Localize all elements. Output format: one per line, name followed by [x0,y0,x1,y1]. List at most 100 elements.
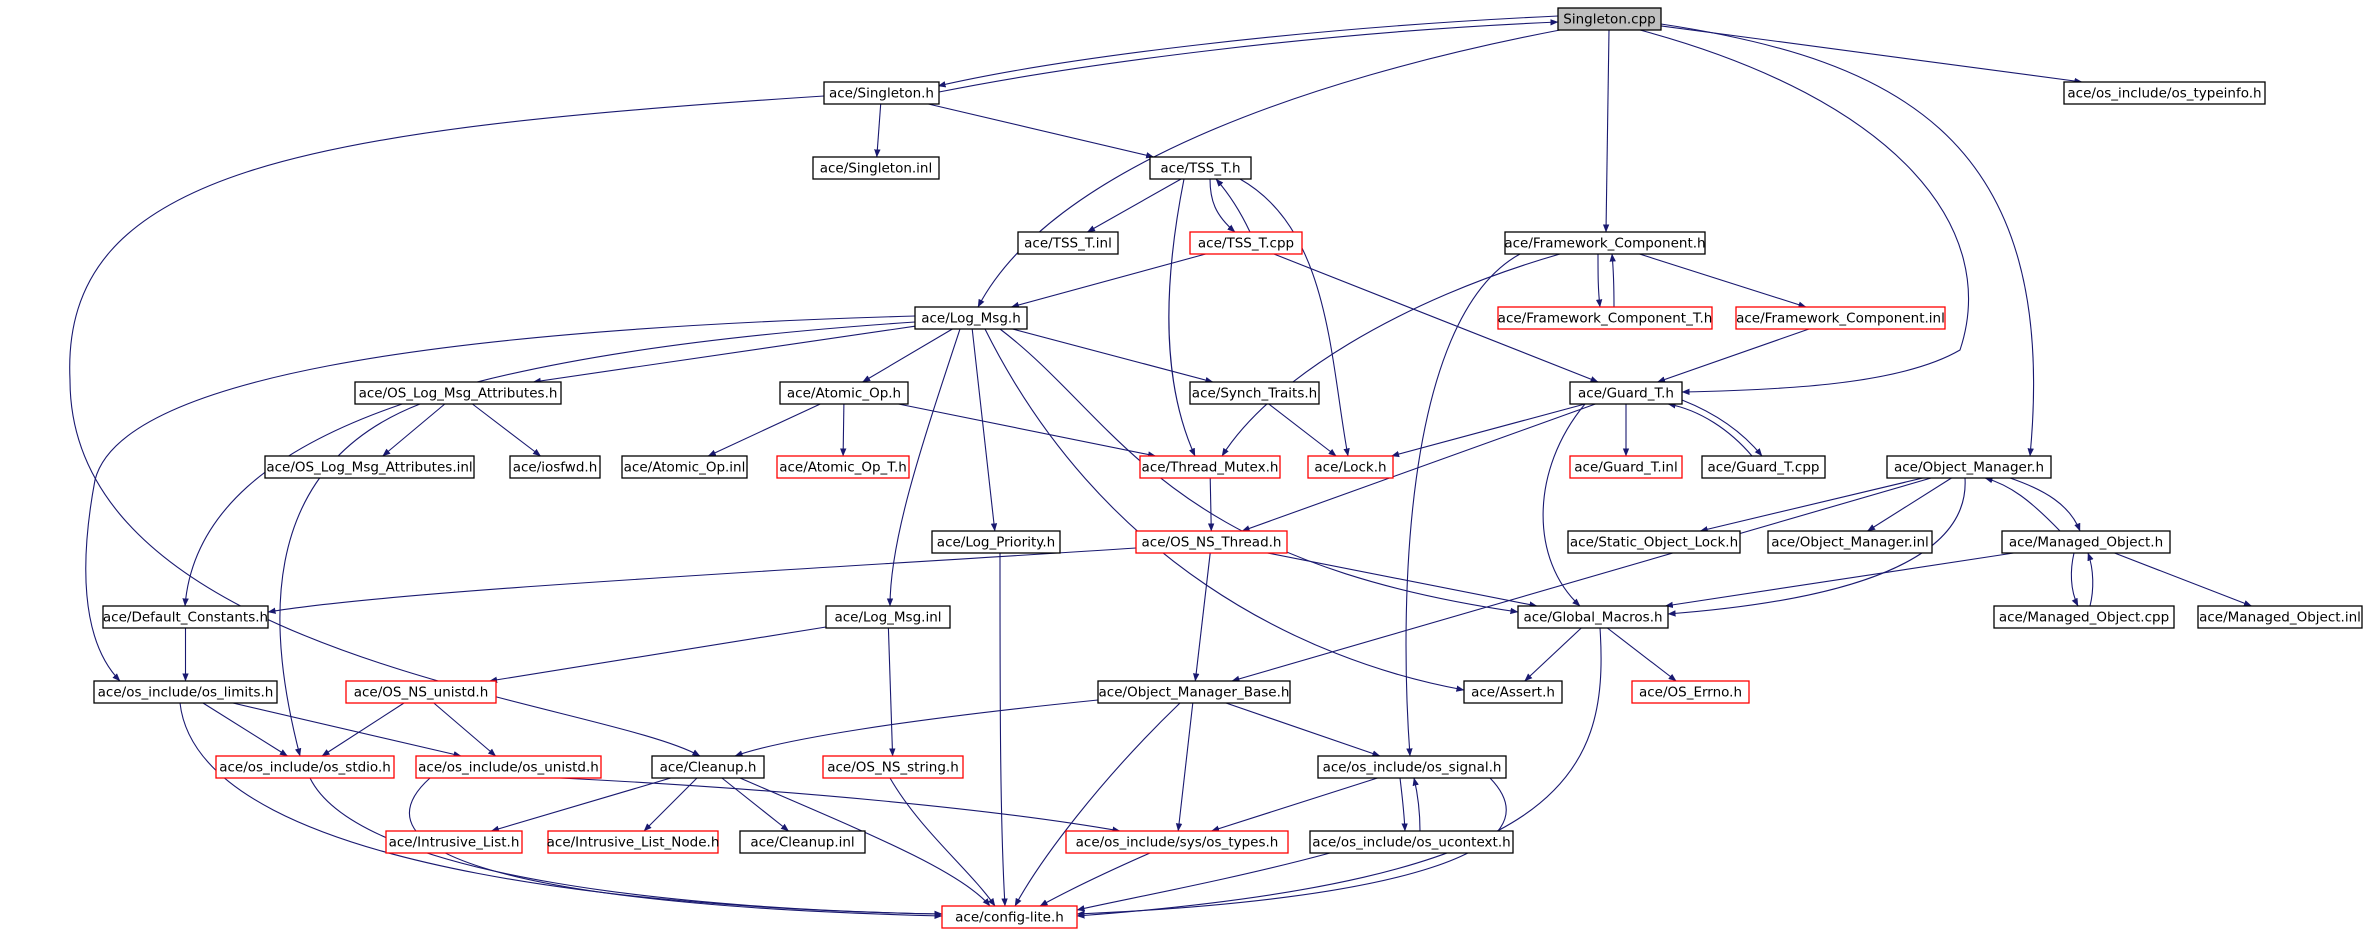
node-box[interactable] [1307,455,1394,479]
node-cleanup-inl[interactable]: ace/Cleanup.inl [739,830,866,854]
node-box[interactable] [1735,306,1946,330]
node-framework-component-t-h[interactable]: ace/Framework_Component_T.h [1497,306,1713,330]
node-box[interactable] [215,755,395,779]
node-thread-mutex-h[interactable]: ace/Thread_Mutex.h [1139,455,1281,479]
node-object-manager-base-h[interactable]: ace/Object_Manager_Base.h [1097,680,1291,704]
node-box[interactable] [354,381,562,405]
node-box[interactable] [1517,605,1669,629]
node-box[interactable] [776,455,910,479]
node-box[interactable] [1567,530,1741,554]
node-box[interactable] [1993,605,2175,629]
node-box[interactable] [509,455,601,479]
node-box[interactable] [914,306,1028,330]
node-box[interactable] [1309,830,1514,854]
node-box[interactable] [2001,530,2171,554]
node-guard-t-cpp[interactable]: ace/Guard_T.cpp [1701,455,1826,479]
node-singleton-inl[interactable]: ace/Singleton.inl [812,156,940,180]
node-box[interactable] [1317,755,1507,779]
node-intrusive-list-node-h[interactable]: ace/Intrusive_List_Node.h [547,830,720,854]
node-tss-t-inl[interactable]: ace/TSS_T.inl [1017,231,1119,255]
node-box[interactable] [1886,455,2052,479]
node-object-manager-h[interactable]: ace/Object_Manager.h [1886,455,2052,479]
node-box[interactable] [1497,306,1713,330]
node-os-unistd-h[interactable]: ace/os_include/os_unistd.h [415,755,602,779]
node-box[interactable] [825,605,951,629]
node-box[interactable] [1017,231,1119,255]
node-object-manager-inl[interactable]: ace/Object_Manager.inl [1767,530,1933,554]
node-iosfwd-h[interactable]: ace/iosfwd.h [509,455,601,479]
node-box[interactable] [1631,680,1750,704]
node-box[interactable] [651,755,765,779]
node-box[interactable] [1139,455,1281,479]
node-log-msg-h[interactable]: ace/Log_Msg.h [914,306,1028,330]
node-os-limits-h[interactable]: ace/os_include/os_limits.h [93,680,278,704]
node-box[interactable] [739,830,866,854]
node-os-stdio-h[interactable]: ace/os_include/os_stdio.h [215,755,395,779]
node-box[interactable] [2063,81,2266,105]
node-box[interactable] [1701,455,1826,479]
node-box[interactable] [621,455,748,479]
node-log-priority-h[interactable]: ace/Log_Priority.h [931,530,1061,554]
node-os-signal-h[interactable]: ace/os_include/os_signal.h [1317,755,1507,779]
node-os-errno-h[interactable]: ace/OS_Errno.h [1631,680,1750,704]
node-atomic-op-t-h[interactable]: ace/Atomic_Op_T.h [776,455,910,479]
node-box[interactable] [1097,680,1291,704]
node-singleton-h[interactable]: ace/Singleton.h [823,81,940,105]
node-box[interactable] [1135,530,1288,554]
node-config-lite-h[interactable]: ace/config-lite.h [941,905,1078,929]
node-cleanup-h[interactable]: ace/Cleanup.h [651,755,765,779]
node-os-types-h[interactable]: ace/os_include/sys/os_types.h [1065,830,1289,854]
node-box[interactable] [345,680,497,704]
node-box[interactable] [822,755,964,779]
node-tss-t-cpp[interactable]: ace/TSS_T.cpp [1189,231,1303,255]
node-os-log-msg-attributes-inl[interactable]: ace/OS_Log_Msg_Attributes.inl [264,455,475,479]
node-static-object-lock-h[interactable]: ace/Static_Object_Lock.h [1567,530,1741,554]
node-assert-h[interactable]: ace/Assert.h [1463,680,1563,704]
node-os-typeinfo[interactable]: ace/os_include/os_typeinfo.h [2063,81,2266,105]
node-managed-object-cpp[interactable]: ace/Managed_Object.cpp [1993,605,2175,629]
node-global-macros-h[interactable]: ace/Global_Macros.h [1517,605,1669,629]
node-box[interactable] [2197,605,2363,629]
node-singleton-cpp[interactable]: Singleton.cpp [1557,7,1662,31]
node-os-ns-thread-h[interactable]: ace/OS_NS_Thread.h [1135,530,1288,554]
node-box[interactable] [1569,455,1683,479]
node-os-ns-string-h[interactable]: ace/OS_NS_string.h [822,755,964,779]
node-box[interactable] [812,156,940,180]
node-atomic-op-inl[interactable]: ace/Atomic_Op.inl [621,455,748,479]
node-box[interactable] [1189,231,1303,255]
node-atomic-op-h[interactable]: ace/Atomic_Op.h [779,381,909,405]
node-box[interactable] [1569,381,1683,405]
node-box[interactable] [1149,156,1252,180]
node-box[interactable] [931,530,1061,554]
node-framework-component-inl[interactable]: ace/Framework_Component.inl [1735,306,1946,330]
node-guard-t-inl[interactable]: ace/Guard_T.inl [1569,455,1683,479]
node-framework-component-h[interactable]: ace/Framework_Component.h [1504,231,1706,255]
node-box[interactable] [1189,381,1320,405]
node-box[interactable] [1463,680,1563,704]
node-box[interactable] [941,905,1078,929]
node-box[interactable] [1504,231,1706,255]
node-managed-object-inl[interactable]: ace/Managed_Object.inl [2197,605,2363,629]
node-lock-h[interactable]: ace/Lock.h [1307,455,1394,479]
node-box[interactable] [1557,7,1662,31]
node-box[interactable] [102,605,269,629]
node-box[interactable] [93,680,278,704]
node-managed-object-h[interactable]: ace/Managed_Object.h [2001,530,2171,554]
node-default-constants-h[interactable]: ace/Default_Constants.h [102,605,269,629]
node-box[interactable] [1767,530,1933,554]
node-guard-t-h[interactable]: ace/Guard_T.h [1569,381,1683,405]
node-os-ns-unistd-h[interactable]: ace/OS_NS_unistd.h [345,680,497,704]
node-box[interactable] [385,830,523,854]
node-os-log-msg-attributes-h[interactable]: ace/OS_Log_Msg_Attributes.h [354,381,562,405]
node-box[interactable] [415,755,602,779]
node-log-msg-inl[interactable]: ace/Log_Msg.inl [825,605,951,629]
node-box[interactable] [779,381,909,405]
node-box[interactable] [547,830,719,854]
node-os-ucontext-h[interactable]: ace/os_include/os_ucontext.h [1309,830,1514,854]
node-tss-t-h[interactable]: ace/TSS_T.h [1149,156,1252,180]
node-synch-traits-h[interactable]: ace/Synch_Traits.h [1189,381,1320,405]
node-box[interactable] [823,81,940,105]
node-intrusive-list-h[interactable]: ace/Intrusive_List.h [385,830,523,854]
node-box[interactable] [264,455,475,479]
node-box[interactable] [1065,830,1289,854]
